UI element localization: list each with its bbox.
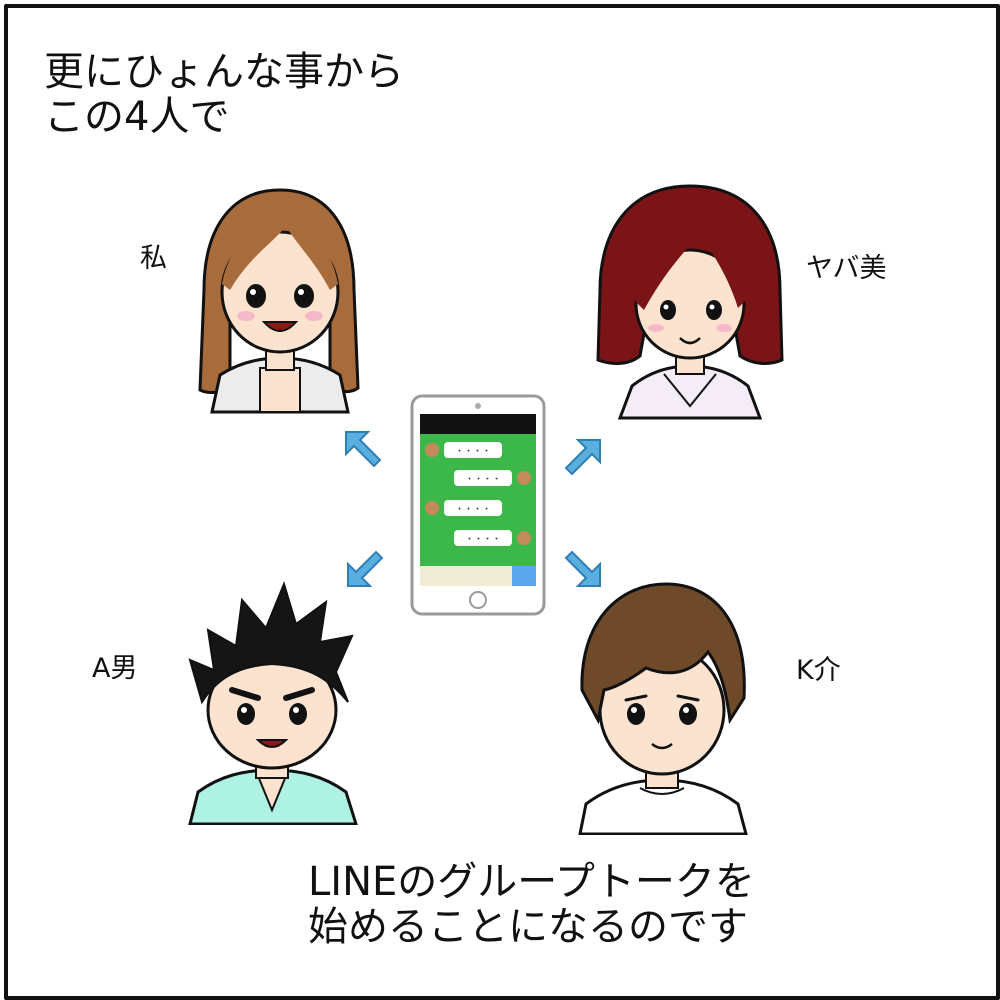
smartphone-icon: ・・・・ ・・・・ ・・・・ ・・・・: [410, 394, 546, 616]
name-label-me: 私: [140, 243, 167, 274]
arrow-icon-up-left: [345, 431, 382, 468]
arrow-icon-down-left: [347, 550, 384, 587]
avatar-yabami: [596, 184, 784, 420]
caption-top: 更にひょんな事から この4人で: [44, 49, 404, 140]
chat-bubble-3: ・・・・: [455, 505, 491, 515]
name-label-ksuke: K介: [796, 655, 841, 686]
avatar-me: [198, 188, 360, 414]
avatar-aotoko: [188, 581, 358, 825]
chat-bubble-1: ・・・・: [455, 447, 491, 457]
caption-bottom: LINEのグループトークを 始めることになるのです: [308, 859, 755, 950]
avatar-ksuke: [578, 582, 748, 835]
name-label-yabami: ヤバ美: [806, 253, 887, 284]
arrow-icon-up-right: [564, 439, 601, 476]
name-label-aotoko: A男: [92, 653, 138, 684]
chat-bubble-4: ・・・・: [465, 535, 501, 545]
chat-bubble-2: ・・・・: [465, 475, 501, 485]
arrow-icon-down-right: [564, 550, 601, 587]
